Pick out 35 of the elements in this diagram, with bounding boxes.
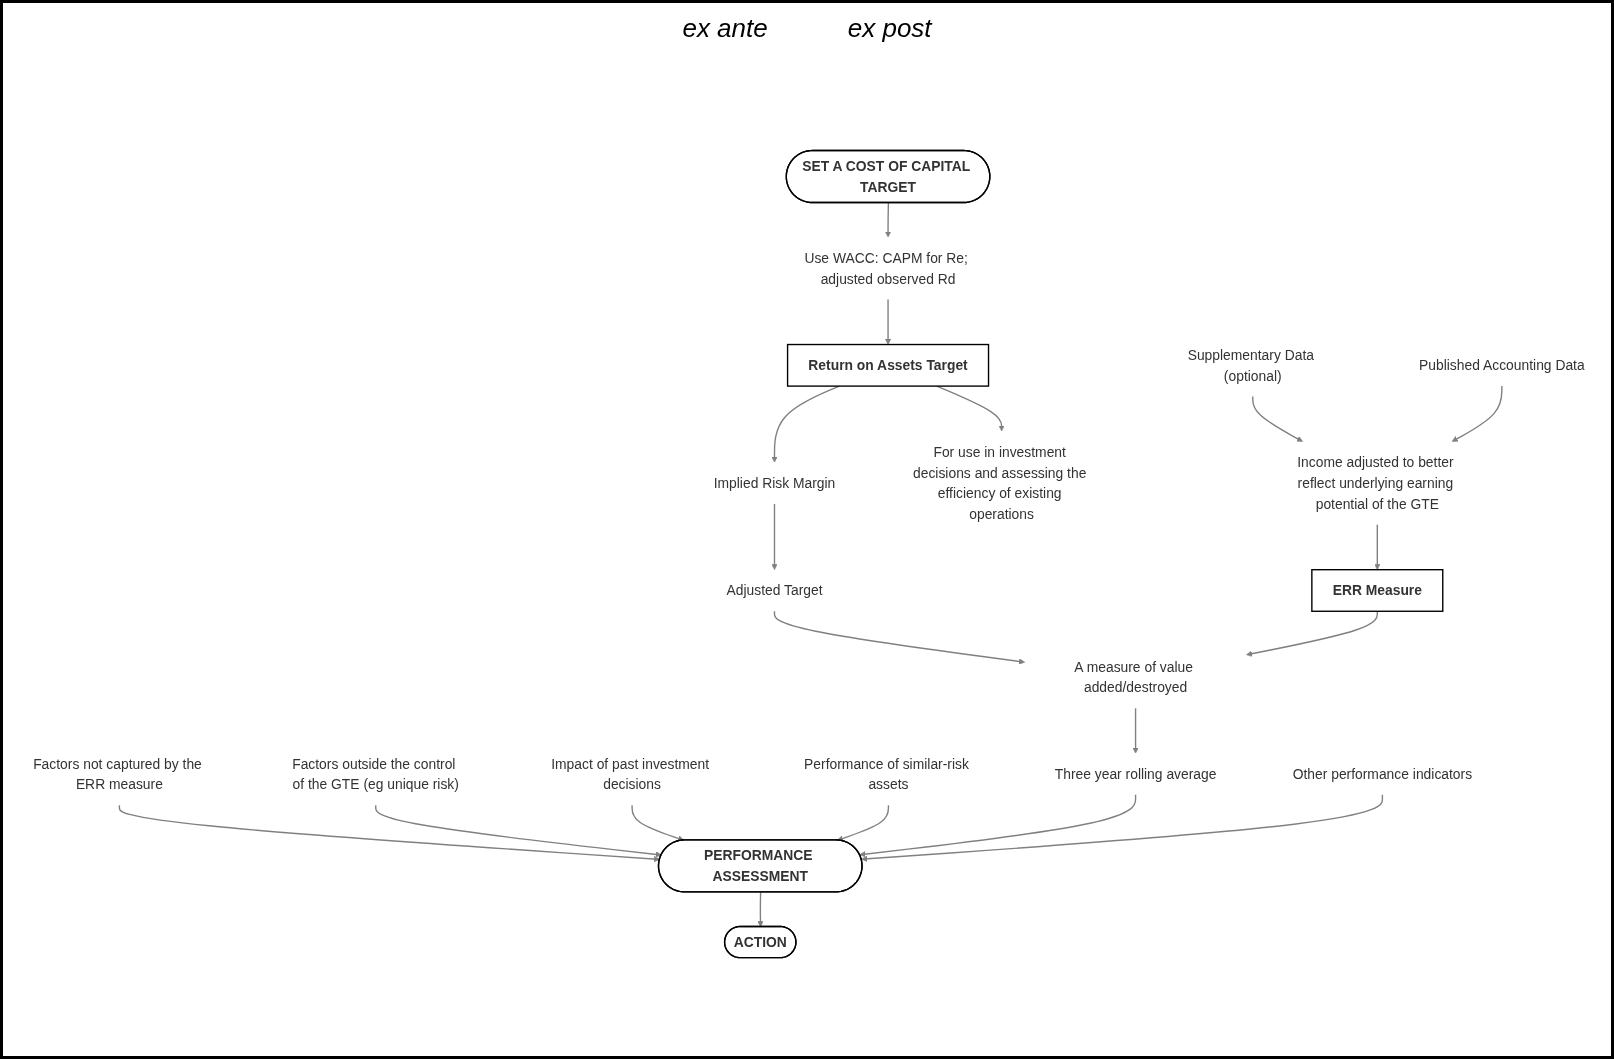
node-box: ERR Measure xyxy=(1311,569,1444,613)
arrow xyxy=(1246,610,1378,658)
node-text: Implied Risk Margin xyxy=(713,475,836,492)
arrow xyxy=(773,610,1025,665)
arrow xyxy=(861,794,1384,863)
node-box: Return on Assets Target xyxy=(786,344,990,388)
arrow xyxy=(631,804,685,842)
node-text: Income adjusted to better reflect underlying earning potential of the GTE xyxy=(1297,455,1454,512)
section-heading: ex ante xyxy=(682,12,768,44)
arrow xyxy=(1374,524,1381,571)
arrow xyxy=(375,804,662,858)
node-text: Adjusted Target xyxy=(726,583,823,599)
arrow xyxy=(1451,385,1503,443)
node-text: Supplementary Data (optional) xyxy=(1187,347,1314,384)
arrow xyxy=(885,202,892,238)
node-text: Factors not captured by the ERR measure xyxy=(33,756,202,793)
arrow xyxy=(936,385,1005,432)
arrow xyxy=(118,804,661,863)
node-text: Impact of past investment decisions xyxy=(551,756,710,793)
arrow xyxy=(859,794,1137,858)
node-text: A measure of value added/destroyed xyxy=(1074,659,1193,696)
node-text: Performance of similar-risk assets xyxy=(804,756,969,793)
node-text: Factors outside the control of the GTE (eg unique risk) xyxy=(292,756,459,793)
node-text: For use in investment decisions and assessing the efficiency of existing operations xyxy=(913,444,1087,523)
node-text: Other performance indicators xyxy=(1292,766,1473,783)
node-text: Published Accounting Data xyxy=(1419,358,1585,374)
arrow xyxy=(1252,396,1303,443)
node-text: Use WACC: CAPM for Re; adjusted observed Rd xyxy=(804,250,968,287)
node-text: Three year rolling average xyxy=(1054,766,1217,783)
arrow xyxy=(771,503,778,571)
section-heading: ex post xyxy=(847,12,932,44)
arrow xyxy=(837,804,890,842)
arrow xyxy=(1132,707,1139,754)
arrow xyxy=(757,891,764,928)
arrow xyxy=(885,299,892,346)
